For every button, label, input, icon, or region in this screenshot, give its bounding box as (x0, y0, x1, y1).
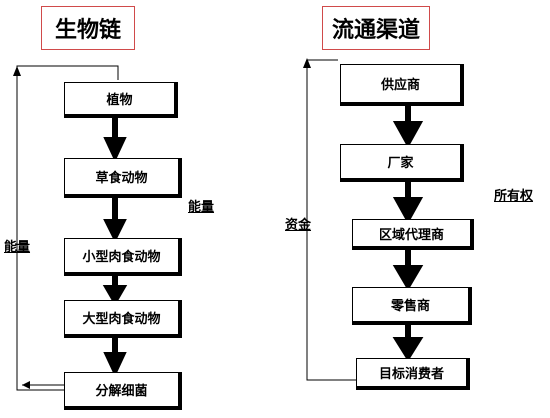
ownership-label: 所有权 (494, 189, 534, 204)
arrow-factory-to-agent (392, 180, 424, 225)
energy-label-left: 能量 (4, 240, 31, 255)
node-supplier: 供应商 (340, 64, 464, 106)
funds-label: 资金 (285, 218, 312, 233)
energy-loop (13, 65, 119, 391)
distribution-title: 流通渠道 (322, 6, 430, 50)
node-regional-agent: 区域代理商 (352, 219, 474, 250)
node-factory: 厂家 (340, 144, 464, 182)
arrow-herbivore-to-small (103, 198, 127, 243)
node-small-carnivore: 小型肉食动物 (64, 238, 182, 276)
energy-label-right: 能量 (188, 200, 215, 215)
channel-arrows (392, 104, 424, 362)
node-decomposer: 分解细菌 (64, 372, 182, 410)
food-chain-title: 生物链 (41, 6, 135, 50)
arrow-plant-to-herbivore (103, 118, 127, 163)
funds-loop (303, 58, 356, 381)
arrow-supplier-to-factory (392, 104, 424, 149)
node-target-consumer: 目标消费者 (356, 358, 470, 390)
node-retailer: 零售商 (352, 287, 472, 325)
node-plant: 植物 (64, 82, 178, 118)
arrow-retailer-to-consumer (392, 323, 424, 362)
arrow-agent-to-retailer (392, 250, 424, 291)
food-chain-arrows (102, 118, 128, 378)
arrow-large-to-decomposer (103, 338, 127, 378)
arrow-small-to-large (102, 275, 128, 306)
node-large-carnivore: 大型肉食动物 (64, 300, 182, 338)
node-herbivore: 草食动物 (64, 158, 182, 198)
